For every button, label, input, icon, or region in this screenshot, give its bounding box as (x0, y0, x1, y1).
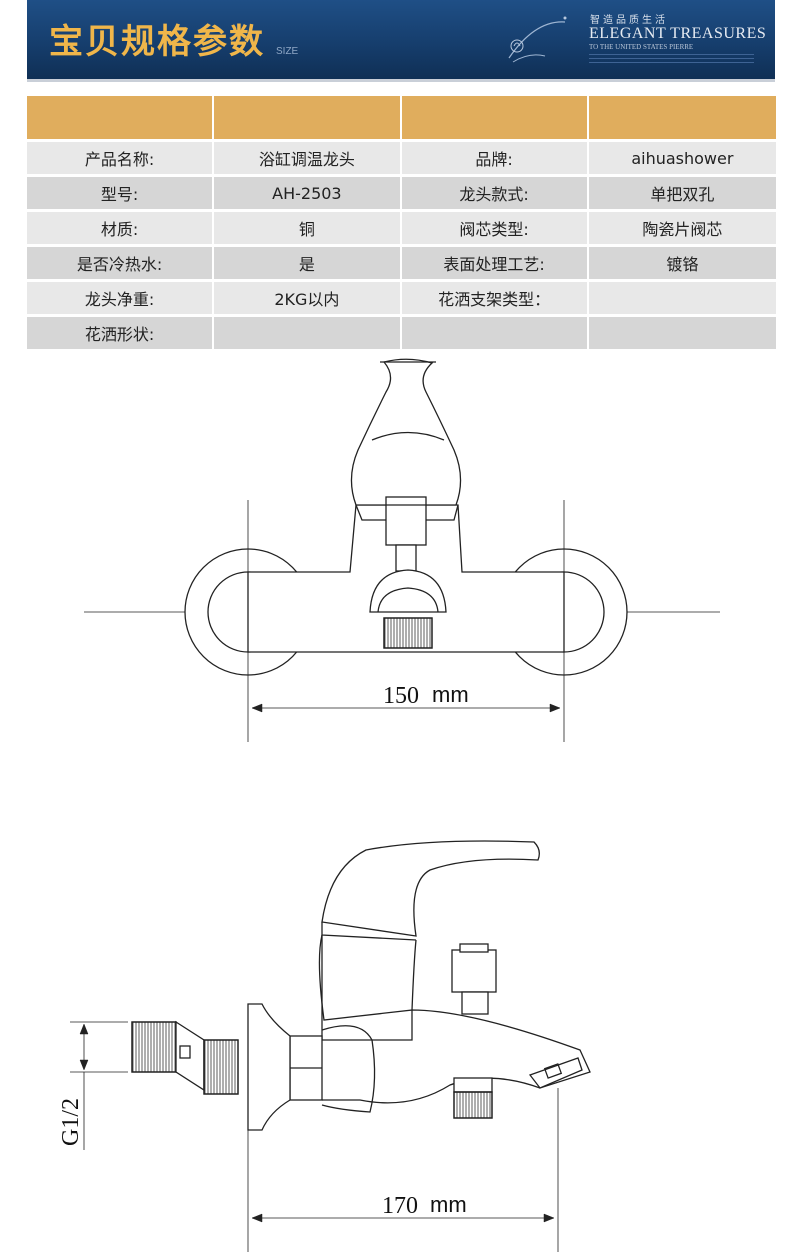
side-width-value: 170 (382, 1193, 418, 1219)
side-width-unit: mm (430, 1192, 467, 1217)
header-banner: 宝贝规格参数 SIZE 智造品质生活 ELEGANT TREASURES TO … (27, 0, 775, 82)
table-header-row (27, 96, 776, 142)
spec-value: 是 (214, 247, 402, 282)
spec-label: 型号: (27, 177, 215, 212)
spec-value (214, 317, 402, 352)
table-row: 型号: AH-2503 龙头款式: 单把双孔 (27, 177, 776, 212)
brand-slogan-cn: 智造品质生活 (590, 15, 668, 26)
brand-tagline: TO THE UNITED STATES PIERRE (589, 43, 694, 51)
spec-label: 龙头净重: (27, 282, 215, 317)
brand-slogan-en: ELEGANT TREASURES (589, 25, 767, 42)
brand-logo-icon (508, 16, 567, 63)
spec-value: 单把双孔 (588, 177, 776, 212)
spec-value: 2KG以内 (214, 282, 402, 317)
table-row: 花洒形状: (27, 317, 776, 352)
spec-value: 浴缸调温龙头 (214, 142, 402, 177)
spec-label: 表面处理工艺: (401, 247, 589, 282)
table-row: 龙头净重: 2KG以内 花洒支架类型： (27, 282, 776, 317)
page-subtitle: SIZE (276, 46, 299, 57)
table-header-cell (27, 96, 215, 142)
spec-label: 材质: (27, 212, 215, 247)
spec-label: 花洒支架类型： (401, 282, 589, 317)
table-header-cell (588, 96, 776, 142)
spec-value (588, 317, 776, 352)
table-header-cell (214, 96, 402, 142)
front-view-drawing (84, 358, 720, 742)
spec-label: 龙头款式: (401, 177, 589, 212)
spec-value: 铜 (214, 212, 402, 247)
table-header-cell (401, 96, 589, 142)
spec-label (401, 317, 589, 352)
spec-value: 陶瓷片阀芯 (588, 212, 776, 247)
spec-label: 阀芯类型: (401, 212, 589, 247)
table-row: 产品名称: 浴缸调温龙头 品牌: aihuashower (27, 142, 776, 177)
thread-size-label: G1/2 (58, 1098, 84, 1146)
brand-decor-lines (589, 54, 754, 66)
spec-label: 品牌: (401, 142, 589, 177)
page-title: 宝贝规格参数 (49, 22, 265, 62)
spec-value: AH-2503 (214, 177, 402, 212)
spec-table: 产品名称: 浴缸调温龙头 品牌: aihuashower 型号: AH-2503… (27, 96, 776, 352)
spec-label: 是否冷热水: (27, 247, 215, 282)
spec-label: 产品名称: (27, 142, 215, 177)
table-row: 材质: 铜 阀芯类型: 陶瓷片阀芯 (27, 212, 776, 247)
spec-value: 镀铬 (588, 247, 776, 282)
front-width-value: 150 (383, 683, 419, 709)
side-view-drawing (70, 840, 591, 1252)
spec-value (588, 282, 776, 317)
spec-label: 花洒形状: (27, 317, 215, 352)
spec-value: aihuashower (588, 142, 776, 177)
table-row: 是否冷热水: 是 表面处理工艺: 镀铬 (27, 247, 776, 282)
front-width-unit: mm (432, 682, 469, 707)
